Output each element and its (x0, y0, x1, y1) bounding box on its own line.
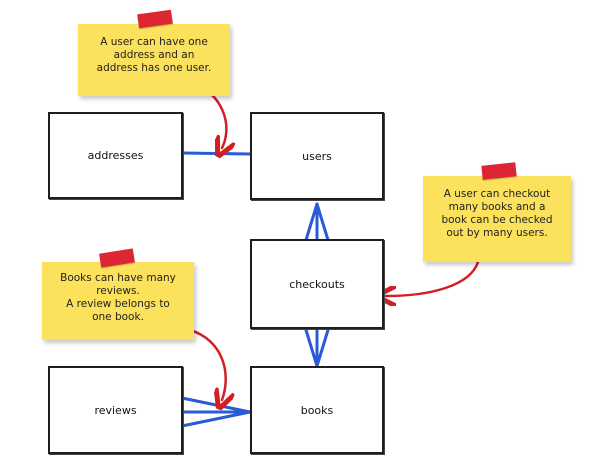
note-line: out by many users. (446, 227, 548, 239)
note-line: A user can have one (100, 36, 208, 48)
entity-books-label: books (300, 403, 334, 417)
entity-reviews[interactable]: reviews (48, 366, 183, 454)
arrow-checkout-note (386, 260, 480, 296)
entity-users-label: users (302, 149, 332, 163)
arrow-book-reviews-note (188, 328, 226, 400)
entity-addresses[interactable]: addresses (48, 112, 183, 199)
connector-reviews-books (180, 396, 252, 428)
note-line: one book. (92, 311, 144, 323)
note-line: reviews. (96, 285, 140, 297)
note-line: many books and a (448, 201, 546, 213)
entity-books[interactable]: books (250, 366, 384, 454)
note-line: Books can have many (60, 272, 176, 284)
note-line: address and an (113, 49, 195, 61)
entity-addresses-label: addresses (87, 149, 144, 162)
note-book-reviews: Books can have many reviews. A review be… (42, 262, 194, 340)
note-line: book can be checked (441, 214, 553, 226)
entity-checkouts[interactable]: checkouts (250, 239, 384, 329)
note-user-address: A user can have one address and an addre… (78, 24, 230, 96)
note-line: address has one user. (96, 62, 212, 74)
note-line: A review belongs to (66, 298, 170, 310)
connector-checkouts-books (304, 328, 330, 368)
connector-addresses-users (180, 151, 252, 156)
entity-checkouts-label: checkouts (289, 277, 345, 291)
note-checkout: A user can checkout many books and a boo… (423, 176, 571, 262)
connector-users-checkouts (304, 202, 330, 242)
entity-users[interactable]: users (250, 112, 384, 200)
entity-reviews-label: reviews (94, 403, 137, 417)
note-line: A user can checkout (443, 188, 551, 200)
